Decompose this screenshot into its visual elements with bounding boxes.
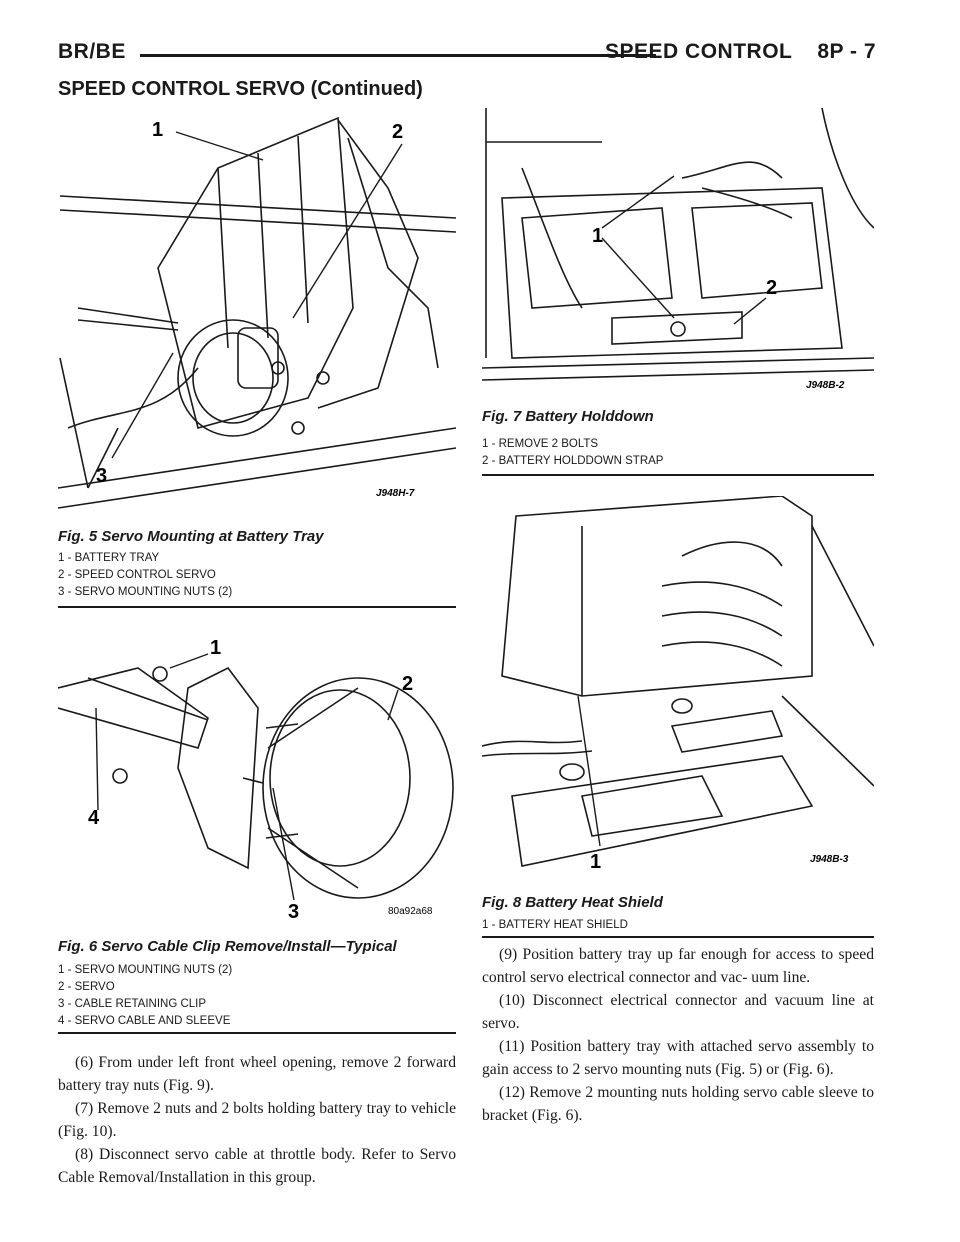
fig6-callout-4: 4 [88,807,100,829]
fig6-legend-item: 3 - CABLE RETAINING CLIP [58,998,207,1010]
figure-6-caption: Fig. 6 Servo Cable Clip Remove/Install—T… [58,938,397,955]
fig5-legend-item: 1 - BATTERY TRAY [58,552,160,564]
header-manual-code: BR/BE [58,40,126,63]
fig5-callout-1: 1 [152,119,163,141]
figure-7-illustration: 1 2 J948B-2 [482,108,874,391]
fig5-code: J948H-7 [376,488,415,499]
fig6-code: 80a92a68 [388,906,433,917]
figure-8-illustration: 1 J948B-3 [482,496,874,873]
fig7-code: J948B-2 [806,380,845,391]
header-page-number: 8P - 7 [817,40,876,63]
figure-8-rule [482,936,874,938]
fig6-legend-item: 4 - SERVO CABLE AND SLEEVE [58,1015,231,1027]
figure-5-caption: Fig. 5 Servo Mounting at Battery Tray [58,528,324,545]
procedure-step: (9) Position battery tray up far enough … [482,946,874,986]
header-title-block: SPEED CONTROL 8P - 7 [605,40,876,64]
fig8-callout-1: 1 [590,851,601,873]
figure-5: 1 2 3 J948H-7 Fig. 5 Servo Mounting at B… [58,108,456,608]
fig5-legend-item: 3 - SERVO MOUNTING NUTS (2) [58,586,233,598]
procedure-step: (11) Position battery tray with attached… [482,1038,874,1078]
figure-6-rule [58,1032,456,1034]
procedure-step: (7) Remove 2 nuts and 2 bolts holding ba… [58,1100,456,1140]
figure-6-illustration: 1 2 3 4 80a92a68 [58,637,454,923]
figure-5-illustration: 1 2 3 J948H-7 [58,116,456,509]
fig5-legend-item: 2 - SPEED CONTROL SERVO [58,569,216,581]
body-text-left: (6) From under left front wheel opening,… [58,1051,456,1189]
fig6-legend-item: 2 - SERVO [58,981,115,993]
figure-7: 1 2 J948B-2 Fig. 7 Battery Holddown 1 - … [482,108,874,476]
figure-6-legend: 1 - SERVO MOUNTING NUTS (2) 2 - SERVO 3 … [58,962,232,1030]
fig6-legend-item: 1 - SERVO MOUNTING NUTS (2) [58,964,233,976]
fig8-code: J948B-3 [810,854,849,865]
fig5-callout-2: 2 [392,121,403,143]
fig5-callout-3: 3 [96,465,107,487]
procedure-step: (12) Remove 2 mounting nuts holding serv… [482,1084,874,1124]
figure-7-legend: 1 - REMOVE 2 BOLTS 2 - BATTERY HOLDDOWN … [482,436,663,470]
figure-7-caption: Fig. 7 Battery Holddown [482,408,654,425]
header-rule [140,54,656,57]
fig7-legend-item: 1 - REMOVE 2 BOLTS [482,438,599,450]
fig6-callout-1: 1 [210,637,221,659]
procedure-step: (8) Disconnect servo cable at throttle b… [58,1146,456,1186]
procedure-step: (6) From under left front wheel opening,… [58,1054,456,1094]
fig7-callout-1: 1 [592,225,603,247]
section-title: SPEED CONTROL SERVO (Continued) [58,78,423,100]
header-section-title: SPEED CONTROL [605,40,792,63]
fig6-callout-3: 3 [288,901,299,923]
figure-6: 1 2 3 4 80a92a68 Fig. 6 Servo Cable Clip… [58,628,456,1034]
figure-5-rule [58,606,456,608]
fig6-callout-2: 2 [402,673,413,695]
figure-8-legend: 1 - BATTERY HEAT SHIELD [482,917,628,934]
figure-8-caption: Fig. 8 Battery Heat Shield [482,894,663,911]
figure-7-rule [482,474,874,476]
procedure-step: (10) Disconnect electrical connector and… [482,992,874,1032]
fig7-legend-item: 2 - BATTERY HOLDDOWN STRAP [482,455,664,467]
body-text-right: (9) Position battery tray up far enough … [482,943,874,1127]
fig7-callout-2: 2 [766,277,777,299]
fig8-legend-item: 1 - BATTERY HEAT SHIELD [482,919,628,931]
figure-5-legend: 1 - BATTERY TRAY 2 - SPEED CONTROL SERVO… [58,550,232,601]
figure-8: 1 J948B-3 Fig. 8 Battery Heat Shield 1 -… [482,496,874,938]
